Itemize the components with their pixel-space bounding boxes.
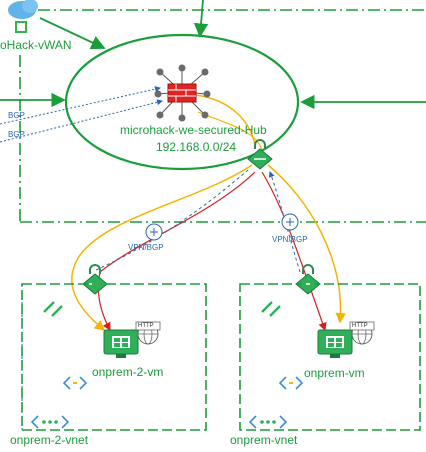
code-icon [278,376,304,390]
http-badge: HTTP [138,323,154,329]
vpn-lock-icon [145,223,163,241]
bgp-links [0,86,163,143]
web-globe-icon [349,321,375,345]
right-vm-label: onprem-vm [304,366,365,380]
hub-inbound-arrows [0,0,426,110]
vpn-gateway-icon [295,264,321,295]
vpn-bgp-label: VPN/BGP [272,235,308,244]
hub-name-label: microhack-we-secured-Hub [120,123,267,137]
vnet-icon [248,415,288,429]
left-vm-label: onprem-2-vm [92,365,164,379]
firewall-icon [154,64,211,122]
left-vnet-label: onprem-2-vnet [10,433,89,447]
vwan-label: oHack-vWAN [0,38,72,52]
vpn-bgp-label: VPN/BGP [128,243,164,252]
vpn-gateway-icon [247,139,273,170]
right-vnet-label: onprem-vnet [230,433,298,447]
http-badge: HTTP [352,323,368,329]
bgp-label: BGP [8,130,25,139]
code-icon [62,376,88,390]
web-globe-icon [135,321,161,345]
bgp-label: BGP [8,111,25,120]
cloud-icon [8,0,38,33]
vpn-gateway-icon [82,264,108,295]
left-site-boundary [21,283,207,431]
vnet-icon [30,415,70,429]
peering-icon [261,301,281,317]
vwan-boundary [19,9,426,223]
virtual-machine-icon [317,329,353,358]
vpn-lock-icon [281,213,299,231]
hub-cidr-label: 192.168.0.0/24 [156,140,237,154]
hub-ellipse [64,33,300,171]
right-site-boundary [239,283,421,431]
peering-icon [43,301,63,317]
virtual-machine-icon [103,329,139,358]
